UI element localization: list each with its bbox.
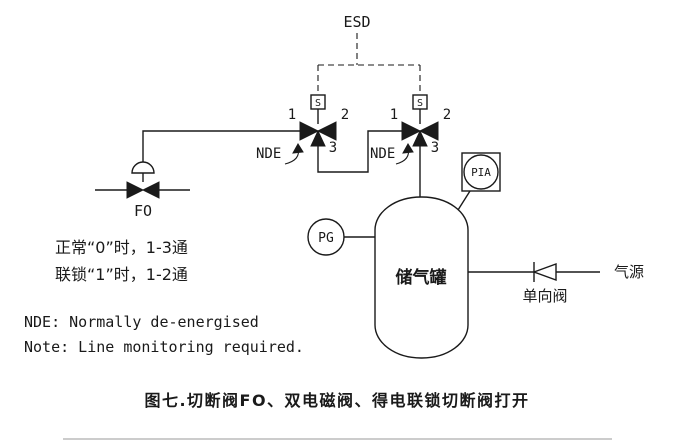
gas-tank-vessel-icon xyxy=(374,196,469,359)
valve1-port3-label: 3 xyxy=(329,140,337,156)
solenoid-coil-letter-1: S xyxy=(315,98,321,109)
gas-source-label: 气源 xyxy=(614,263,644,281)
valve1-nde-arrowhead-icon xyxy=(292,143,304,154)
fo-actuator-dome-icon xyxy=(131,161,155,174)
pg-gauge-assembly: PG xyxy=(307,218,375,256)
pia-instrument-circle-icon xyxy=(463,154,499,190)
valve2-nde-arrowhead-icon xyxy=(402,143,414,154)
note-nde-definition: NDE: Normally de-energised xyxy=(24,313,259,331)
pipe-valve1-port3-to-valve2-port1 xyxy=(317,130,402,173)
note-normal-state: 正常“0”时，1-3通 xyxy=(55,238,188,257)
fo-valve-body-icon xyxy=(126,181,160,199)
gas-tank-label: 储气罐 xyxy=(396,267,447,288)
pia-instrument-label: PIA xyxy=(471,166,491,179)
valve1-port2-label: 2 xyxy=(341,107,349,123)
pia-instrument-assembly: PIA xyxy=(457,152,501,211)
pipe-valve1-port1-to-fo xyxy=(142,130,300,162)
fo-valve-assembly: FO xyxy=(95,161,190,220)
figure-caption: 图七.切断阀FO、双电磁阀、得电联锁切断阀打开 xyxy=(144,391,529,410)
pg-gauge-label: PG xyxy=(318,231,334,246)
solenoid-valve-2: S 1 2 3 NDE xyxy=(370,94,451,165)
fo-valve-label: FO xyxy=(134,202,152,220)
esd-signal-dashed-line xyxy=(317,33,421,95)
valve2-nde-label: NDE xyxy=(370,146,395,162)
valve2-port1-label: 1 xyxy=(390,107,398,123)
check-valve-assembly: 单向阀 气源 xyxy=(468,262,644,305)
check-valve-label: 单向阀 xyxy=(522,287,567,305)
notes-block: 正常“0”时，1-3通 联锁“1”时，1-2通 NDE: Normally de… xyxy=(24,238,304,356)
note-interlock-state: 联锁“1”时，1-2通 xyxy=(55,265,188,284)
esd-label: ESD xyxy=(343,13,370,31)
check-valve-triangle-icon xyxy=(531,263,557,281)
valve2-port3-label: 3 xyxy=(431,140,439,156)
pia-instrument-line xyxy=(457,190,471,211)
valve1-port1-label: 1 xyxy=(288,107,296,123)
solenoid-coil-letter-2: S xyxy=(417,98,423,109)
note-line-monitoring: Note: Line monitoring required. xyxy=(24,338,304,356)
valve1-nde-label: NDE xyxy=(256,146,281,162)
solenoid-valve-1: S 1 2 3 NDE xyxy=(256,94,349,165)
valve2-port2-label: 2 xyxy=(443,107,451,123)
